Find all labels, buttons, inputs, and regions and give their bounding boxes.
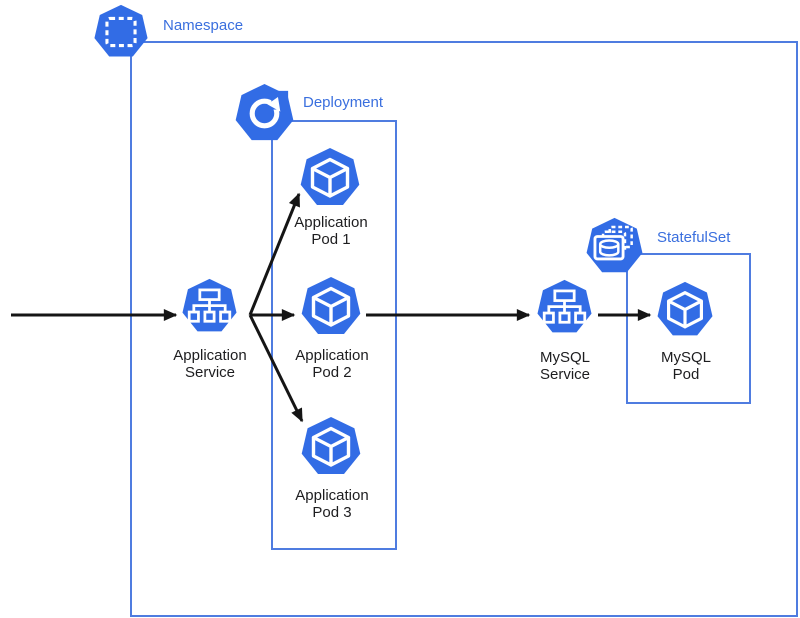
deployment-label: Deployment bbox=[303, 94, 384, 111]
statefulset-box bbox=[626, 253, 751, 404]
pod-icon bbox=[655, 280, 715, 340]
pod-icon bbox=[299, 415, 363, 479]
label-line2: Service bbox=[184, 364, 236, 381]
namespace-box bbox=[130, 41, 798, 617]
node-label: Application Pod 1 bbox=[261, 214, 401, 248]
statefulset-icon bbox=[584, 216, 645, 277]
label-line1: Application bbox=[173, 347, 247, 364]
label-line2: Pod 3 bbox=[312, 504, 352, 521]
label-line2: Pod 2 bbox=[312, 364, 352, 381]
label-line2: Pod bbox=[672, 366, 700, 383]
service-icon bbox=[535, 278, 594, 337]
service-icon bbox=[180, 277, 239, 336]
pod-icon bbox=[298, 146, 362, 210]
deployment-icon bbox=[233, 82, 296, 145]
label-line1: Application bbox=[294, 214, 368, 231]
label-line1: Application bbox=[295, 487, 369, 504]
namespace-label: Namespace bbox=[163, 17, 244, 34]
label-line1: Application bbox=[295, 347, 369, 364]
label-line1: MySQL bbox=[539, 349, 590, 366]
label-line2: Pod 1 bbox=[311, 231, 351, 248]
node-label: MySQL Pod bbox=[616, 349, 756, 383]
pod-icon bbox=[299, 275, 363, 339]
namespace-icon bbox=[92, 3, 150, 61]
node-label: MySQL Service bbox=[495, 349, 635, 383]
node-label: Application Pod 2 bbox=[262, 347, 402, 381]
label-line1: MySQL bbox=[660, 349, 711, 366]
statefulset-label: StatefulSet bbox=[657, 229, 731, 246]
node-label: Application Service bbox=[140, 347, 280, 381]
node-label: Application Pod 3 bbox=[262, 487, 402, 521]
label-line2: Service bbox=[539, 366, 591, 383]
